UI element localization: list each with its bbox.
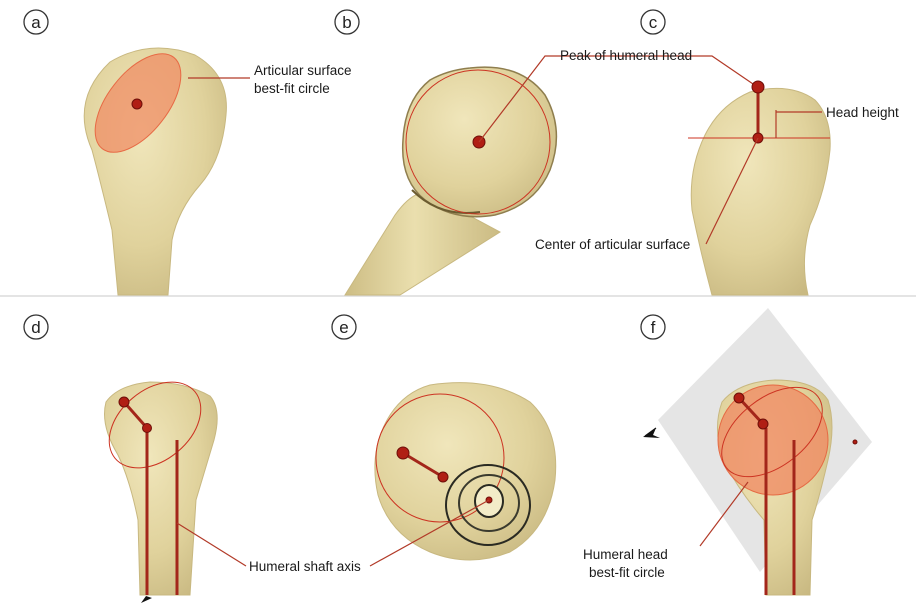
panel-f: f Humeral head best-fit circle	[583, 308, 872, 595]
center-point-a	[132, 99, 142, 109]
label-articular-line1: Articular surface	[254, 63, 352, 78]
panel-c-humerus	[691, 88, 830, 295]
panel-e-letter: e	[339, 318, 348, 337]
panel-d-letter: d	[31, 318, 40, 337]
panel-a-letter: a	[31, 13, 41, 32]
panel-b-label: b	[335, 10, 359, 34]
view-arrow-f	[643, 428, 660, 438]
label-head-height: Head height	[826, 105, 899, 120]
panel-d-label: d	[24, 315, 48, 339]
peak-point-d	[119, 397, 129, 407]
center-point-e	[438, 472, 448, 482]
view-arrow-d	[141, 596, 152, 603]
panel-b: b Peak of humeral head	[335, 10, 756, 295]
panel-b-humerus	[345, 67, 556, 295]
plane-point-f	[853, 440, 857, 444]
panel-a: a Articular surface best-fit circle	[24, 10, 352, 295]
label-center: Center of articular surface	[535, 237, 690, 252]
peak-point-f	[734, 393, 744, 403]
peak-point-c	[752, 81, 764, 93]
label-peak: Peak of humeral head	[560, 48, 692, 63]
panel-d: d	[24, 315, 246, 603]
label-headcircle-line2: best-fit circle	[589, 565, 665, 580]
panel-b-letter: b	[342, 13, 351, 32]
peak-point-e	[397, 447, 409, 459]
panel-e-label: e	[332, 315, 356, 339]
label-articular-line2: best-fit circle	[254, 81, 330, 96]
panel-a-label: a	[24, 10, 48, 34]
panel-f-letter: f	[651, 318, 656, 337]
center-point-d	[143, 424, 152, 433]
label-shaft-axis: Humeral shaft axis	[249, 559, 361, 574]
center-point-f	[758, 419, 768, 429]
panel-f-label: f	[641, 315, 665, 339]
panel-c-letter: c	[649, 13, 658, 32]
label-headcircle-line1: Humeral head	[583, 547, 668, 562]
panel-c-label: c	[641, 10, 665, 34]
panel-e: e Humeral shaft axis	[249, 315, 556, 574]
